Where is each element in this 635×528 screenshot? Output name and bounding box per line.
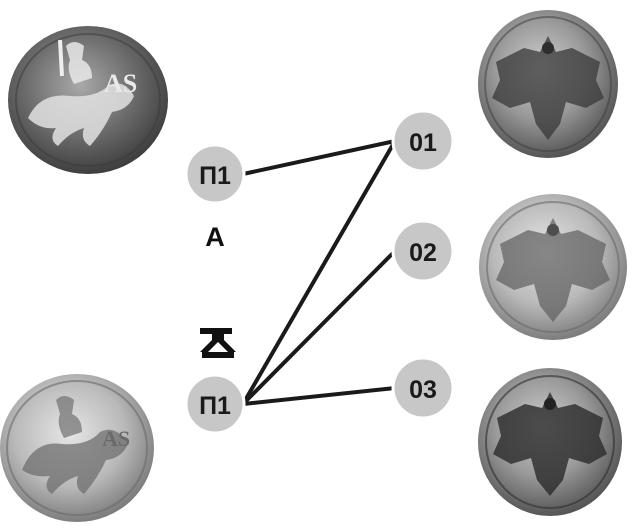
connection-top-to-01 — [243, 141, 395, 174]
left-node-bottom-label: П1 — [199, 392, 231, 420]
horseman-coin-icon: AS — [0, 374, 154, 522]
eagle-coin-icon — [479, 194, 627, 340]
reverse-coin-1 — [478, 10, 618, 158]
gothic-d-mint-mark-icon — [200, 328, 236, 358]
right-node-03-label: 03 — [409, 376, 437, 404]
connection-bottom-to-03 — [243, 388, 395, 404]
left-node-bottom: П1 — [186, 375, 244, 433]
obverse-coin-top: AS — [8, 26, 168, 174]
connection-lines — [243, 141, 395, 404]
right-node-02-label: 02 — [409, 239, 437, 267]
right-node-02: 02 — [393, 221, 453, 281]
left-node-top-label: П1 — [199, 162, 231, 190]
right-node-01-label: 01 — [409, 129, 437, 157]
svg-text:AS: AS — [104, 69, 137, 98]
horseman-coin-icon: AS — [8, 26, 168, 174]
right-node-03: 03 — [393, 358, 453, 418]
eagle-coin-icon — [478, 368, 622, 516]
obverse-coin-bottom: AS — [0, 374, 154, 522]
reverse-coin-2 — [479, 194, 627, 340]
reverse-coin-3 — [478, 368, 622, 516]
eagle-coin-icon — [478, 10, 618, 158]
left-node-top: П1 — [186, 145, 244, 203]
svg-text:AS: AS — [102, 426, 130, 451]
letter-a-label: A — [205, 222, 225, 252]
right-node-01: 01 — [393, 111, 453, 171]
